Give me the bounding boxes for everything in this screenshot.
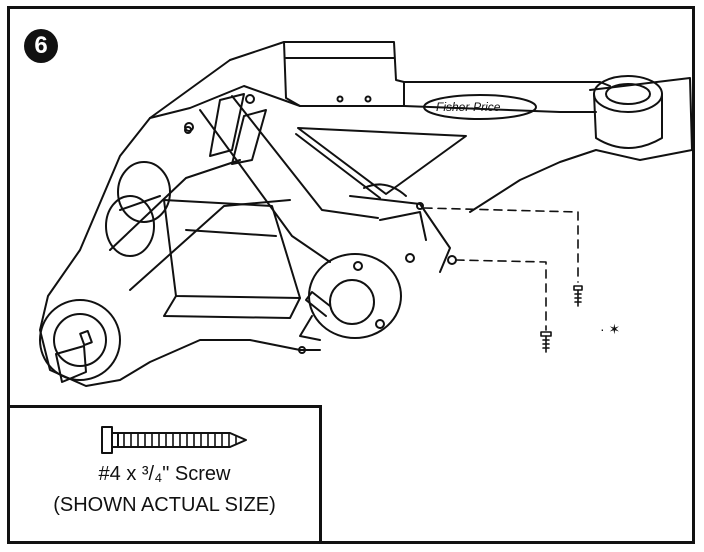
screw-callout-box: #4 x ³/₄" Screw (SHOWN ACTUAL SIZE)	[7, 405, 322, 544]
guide-line-upper	[423, 207, 579, 283]
screw-head	[375, 319, 385, 329]
brand-logo: Fisher-Price	[436, 100, 501, 114]
pivot-cup-top	[593, 75, 663, 113]
screw-head	[447, 255, 457, 265]
wheel-left-top	[117, 161, 171, 223]
screw-head	[184, 126, 192, 134]
housing-hole	[364, 95, 372, 103]
screw-icon	[101, 426, 247, 454]
screw-head	[298, 346, 306, 354]
hub-slot	[55, 345, 87, 383]
actual-size-note: (SHOWN ACTUAL SIZE)	[53, 494, 276, 516]
loose-screw-lower	[540, 331, 552, 353]
screw-head	[245, 94, 255, 104]
screw-head	[416, 202, 424, 210]
right-arm	[469, 77, 693, 213]
screw-head	[184, 122, 194, 132]
logo-oval	[423, 94, 537, 120]
wheel-hub	[39, 299, 121, 381]
top-housing	[283, 41, 405, 107]
channel	[349, 195, 451, 273]
loose-screw-upper	[573, 285, 583, 307]
housing-hole	[336, 95, 344, 103]
guide-line-lower	[455, 259, 547, 331]
slot-bracket	[209, 93, 245, 157]
wheel-left-mid	[105, 195, 155, 257]
step-number-badge: 6	[24, 29, 58, 63]
triangle-cutout	[297, 127, 467, 195]
gear-knob	[329, 279, 375, 325]
screw-head	[405, 253, 415, 263]
frame-outline	[229, 41, 611, 87]
screw-size-label: #4 x ³/₄" Screw	[98, 463, 231, 485]
speck-mark: · ✶	[600, 321, 620, 337]
guide-lines	[423, 207, 579, 331]
diagram-frame	[7, 6, 695, 544]
lower-panel	[163, 199, 301, 299]
screw-head	[353, 261, 363, 271]
